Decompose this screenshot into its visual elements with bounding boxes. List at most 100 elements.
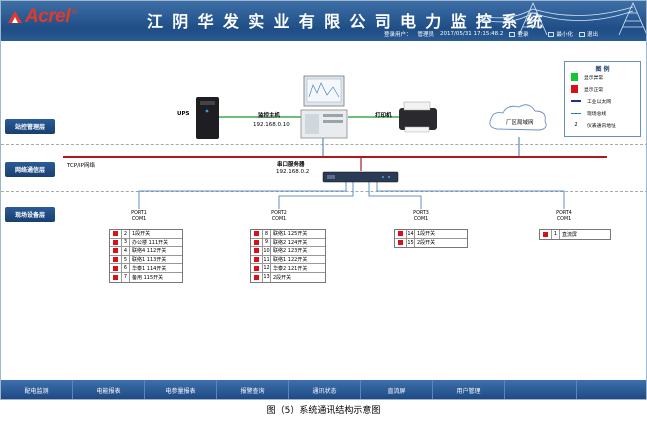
device-name: 华泰2 121开关 — [273, 265, 308, 272]
device-name: 1段开关 — [132, 231, 151, 238]
port-proto: COM1 — [556, 217, 572, 222]
legend-line — [571, 112, 581, 114]
device-address: 11 — [262, 255, 271, 264]
status-indicator — [113, 248, 118, 254]
device-name: 2段开关 — [273, 274, 292, 281]
nav-item-blank[interactable] — [505, 380, 577, 399]
device-name: 1段开关 — [417, 231, 436, 238]
nav-item-param-report[interactable]: 电参量报表 — [145, 380, 217, 399]
port-name: PORT1 — [131, 211, 147, 216]
minimize-label: 最小化 — [556, 32, 573, 38]
nav-item-energy-report[interactable]: 电能报表 — [73, 380, 145, 399]
device-name: 联络1 122开关 — [273, 257, 308, 264]
device-name: 联络2 123开关 — [273, 248, 308, 255]
nav-item-user-mgmt[interactable]: 用户管理 — [433, 380, 505, 399]
status-indicator — [113, 257, 118, 263]
band-divider — [1, 191, 646, 192]
legend-label: 工业以太网 — [587, 99, 611, 105]
logo: Acrel ® — [7, 6, 78, 28]
serial-title: 串口服务器 — [277, 162, 305, 168]
legend-swatch — [571, 73, 578, 81]
device-name: 联络1 125开关 — [273, 231, 308, 238]
device-name: 联络4 112开关 — [132, 248, 167, 255]
logo-text: Acrel — [25, 6, 71, 27]
legend-number: 2 — [574, 122, 578, 128]
status-indicator — [398, 240, 403, 246]
status-indicator — [113, 231, 118, 237]
nav-item-power-monitor[interactable]: 配电监测 — [1, 380, 73, 399]
port-proto: COM1 — [131, 217, 147, 222]
nav-item-comm-status[interactable]: 通讯状态 — [289, 380, 361, 399]
status-indicator — [254, 274, 259, 280]
legend-item: 现场总线 — [571, 108, 606, 118]
device-address: 10 — [262, 247, 271, 255]
legend-label: 显示正常 — [584, 87, 604, 93]
status-bar: 登录用户： 管理员 2017/05/31 17:15:48.2 登录 最小化 退… — [384, 29, 598, 39]
exit-button[interactable]: 退出 — [578, 30, 598, 38]
printer-device — [399, 101, 437, 133]
device-name: 联络1 113开关 — [132, 257, 167, 264]
login-button[interactable]: 登录 — [509, 30, 528, 38]
serial-server-device — [322, 171, 399, 183]
legend-item: 工业以太网 — [571, 96, 611, 106]
minimize-button[interactable]: 最小化 — [548, 30, 573, 38]
status-indicator — [254, 239, 259, 245]
device-name: 备用 115开关 — [132, 274, 164, 281]
app-window: Acrel ® 江阴华发实业有限公司电力监控系统 登录用户： 管理员 2017/… — [0, 0, 647, 400]
device-address: 7 — [121, 272, 130, 282]
status-indicator — [254, 257, 259, 263]
port-proto: COM1 — [271, 217, 287, 222]
nav-item-dc-panel[interactable]: 直流屏 — [361, 380, 433, 399]
fieldbus-lines — [138, 181, 565, 209]
serial-ip: 192.168.0.2 — [276, 169, 310, 175]
layer-network-label: 网络通信层 — [5, 162, 55, 177]
login-label: 登录 — [517, 32, 529, 38]
device-address: 1 — [551, 230, 560, 239]
host-ip: 192.168.0.10 — [253, 122, 290, 128]
port4-head: PORT4 COM1 — [550, 211, 578, 223]
host-title: 监控主机 — [258, 113, 281, 119]
status-indicator — [254, 248, 259, 254]
port-proto: COM1 — [413, 217, 429, 222]
device-name: 华泰1 114开关 — [132, 265, 167, 272]
nav-item-alarm-query[interactable]: 报警查询 — [217, 380, 289, 399]
port2-head: PORT2 COM1 — [265, 211, 293, 223]
legend-label: 仪表通讯地址 — [587, 123, 616, 129]
device-name: 联络2 124开关 — [273, 239, 308, 246]
printer-label: 打印机 — [375, 113, 392, 119]
device-address: 2 — [121, 230, 130, 238]
device-address: 4 — [121, 247, 130, 255]
ups-label: UPS — [177, 111, 190, 117]
exit-label: 退出 — [586, 32, 598, 38]
device-address: 12 — [262, 264, 271, 272]
layer-field-label: 现场设备层 — [5, 207, 55, 222]
company-title: 江阴华发实业有限公司电力监控系统 — [147, 12, 552, 31]
nav-item-blank[interactable] — [577, 380, 646, 399]
port1-head: PORT1 COM1 — [125, 211, 153, 223]
bottom-nav: 配电监测 电能报表 电参量报表 报警查询 通讯状态 直流屏 用户管理 — [1, 380, 646, 399]
layer-monitor-label: 站控管理层 — [5, 119, 55, 134]
legend-label: 显示异常 — [584, 75, 604, 81]
port-name: PORT3 — [413, 211, 429, 216]
status-indicator — [113, 265, 118, 271]
device-address: 8 — [262, 230, 271, 238]
device-address: 14 — [406, 230, 415, 238]
